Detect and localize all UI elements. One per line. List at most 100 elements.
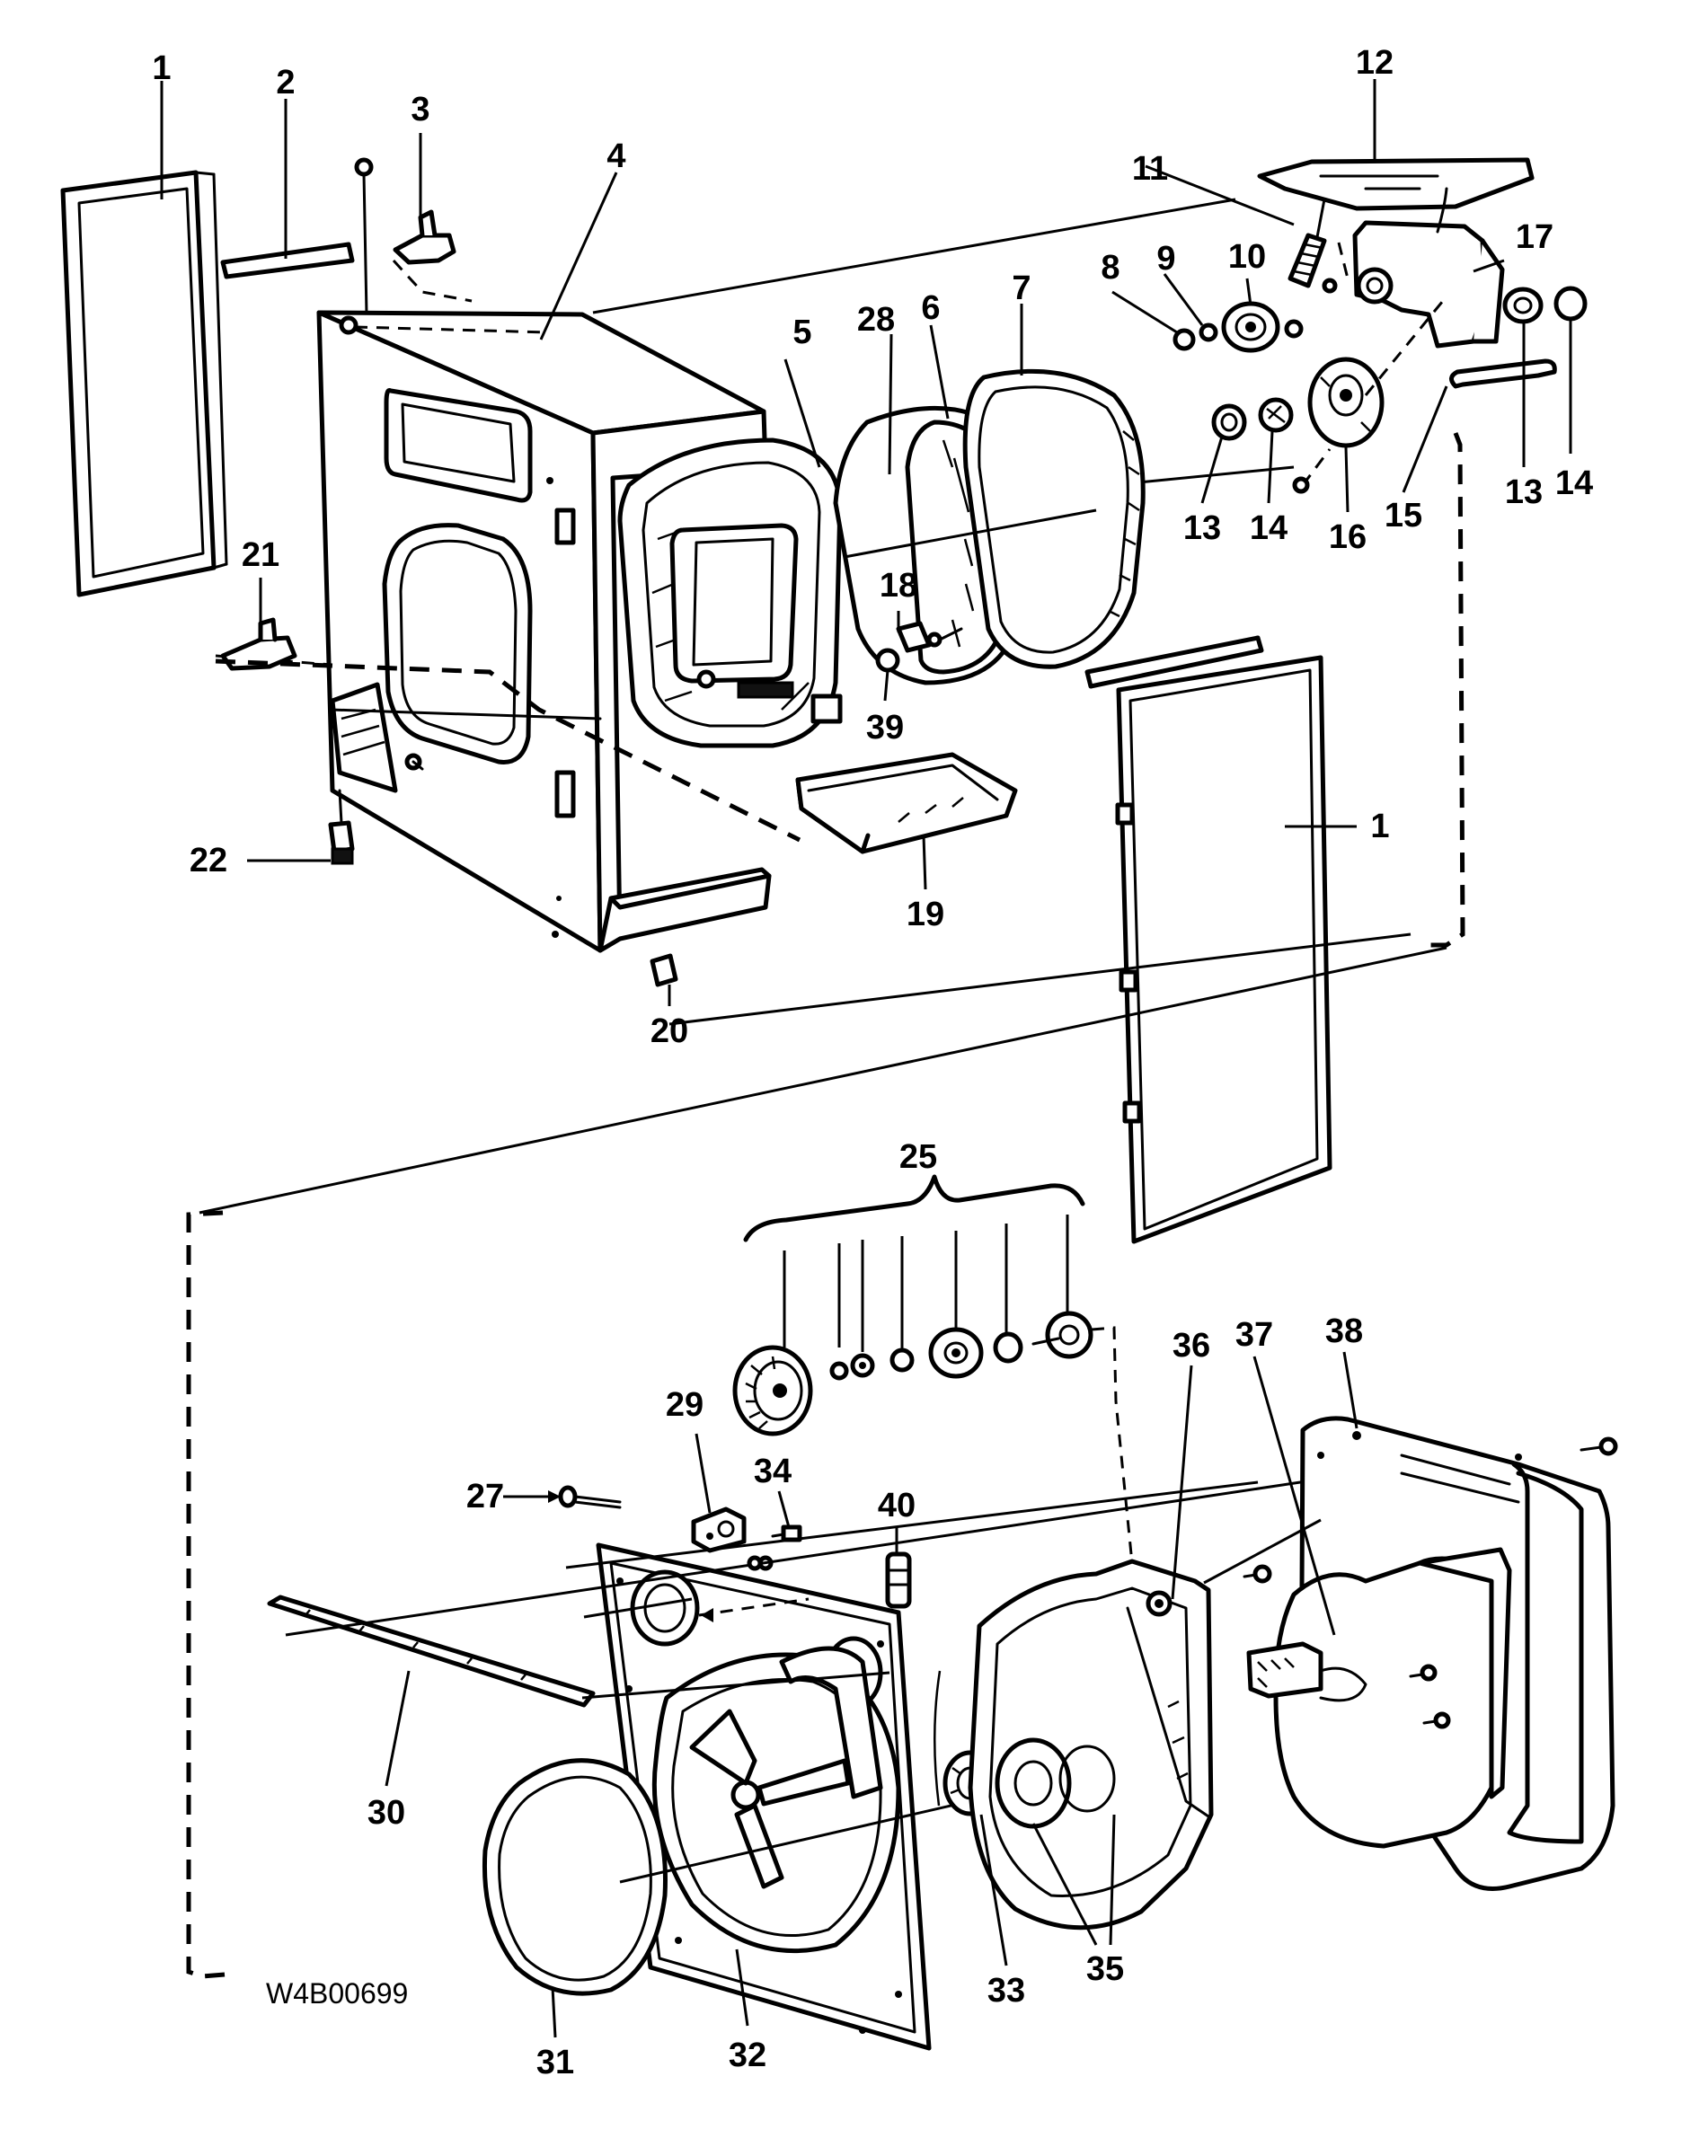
callout-30: 30: [367, 1794, 405, 1832]
callout-16: 16: [1329, 518, 1367, 556]
part-13-cap-left: [1211, 403, 1247, 441]
part-top-strip: [1084, 635, 1264, 689]
callout-7: 7: [1012, 270, 1031, 307]
screw: [747, 1555, 763, 1571]
part-5-front-bulkhead: [617, 437, 843, 748]
assembly-dashed-line: [1429, 432, 1465, 948]
alignment-line: [565, 1480, 1259, 1569]
part-25-group-brace: [743, 1174, 1085, 1242]
part-25-impeller: [732, 1345, 813, 1436]
callout-38: 38: [1325, 1312, 1363, 1350]
callout-12: 12: [1356, 44, 1394, 82]
part-14-bearing-left: [1258, 397, 1294, 433]
callout-14: 13: [1505, 473, 1543, 511]
part-14-bearing-right: [1502, 287, 1544, 324]
part-37-duct-cover: [1246, 1547, 1512, 1849]
callout-37: 37: [1235, 1316, 1273, 1354]
screw: [354, 157, 374, 316]
callout-9: 9: [1156, 240, 1175, 278]
callout-40: 40: [878, 1487, 916, 1524]
callout-1: 1: [152, 49, 171, 87]
callout-28: 28: [857, 301, 895, 339]
callout-25: 25: [899, 1138, 937, 1176]
callout-6: 6: [921, 289, 940, 327]
callout-1: 1: [1370, 808, 1389, 845]
part-1-side-panel: [1115, 655, 1332, 1244]
callout-leaders: [160, 81, 1572, 2038]
callout-32: 32: [729, 2037, 766, 2074]
screw: [1580, 1436, 1618, 1456]
assembly-dashed-line: [1301, 448, 1332, 486]
alignment-line: [199, 946, 1447, 1215]
alignment-line: [583, 1597, 693, 1619]
callout-19: 19: [907, 896, 944, 933]
part-36-housing: [968, 1559, 1214, 1931]
callout-14: 14: [1250, 509, 1288, 547]
alignment-line: [581, 1671, 890, 1700]
part-25-pulley: [928, 1327, 984, 1379]
callout-31: 31: [536, 2044, 574, 2081]
part-39-nut: [875, 648, 900, 673]
screw: [1292, 476, 1310, 494]
callout-33: 33: [987, 1972, 1025, 2010]
callout-21: 21: [242, 536, 279, 574]
callout-10: 10: [1228, 238, 1266, 276]
assembly-dashed-line: [215, 658, 801, 843]
part-40-sleeve: [885, 1551, 912, 1609]
part-31-ring-seal: [482, 1758, 668, 1996]
alignment-line: [285, 1462, 1420, 1637]
callout-20: 20: [650, 1012, 688, 1050]
callout-labels: 1 2 3 4 5 28 6 7 8 9 10 11 12 17 13 14 1…: [152, 44, 1593, 2081]
callout-15: 15: [1385, 497, 1422, 535]
callout-13: 14: [1555, 464, 1593, 502]
callout-22: 22: [190, 842, 227, 879]
alignment-line: [1203, 1518, 1322, 1585]
assembly-dashed-line: [186, 1210, 226, 1979]
callout-35: 35: [1086, 1950, 1124, 1988]
part-13-cap-right: [1553, 286, 1588, 322]
screw: [1252, 1564, 1272, 1584]
part-17-mount-bracket: [1322, 187, 1505, 349]
figure-code: W4B00699: [266, 1977, 408, 2010]
callout-13: 13: [1183, 509, 1221, 547]
part-8-nut: [1173, 328, 1196, 351]
part-11-spring: [1288, 198, 1327, 288]
part-18-bracket: [896, 621, 963, 653]
part-10-pulley: [1221, 301, 1304, 353]
part-25-leaders: [783, 1215, 1069, 1355]
assembly-dashed-line: [392, 259, 473, 303]
part-4-cabinet: [215, 310, 772, 953]
part-27-bolt: [558, 1485, 622, 1509]
part-29-bracket: [691, 1507, 747, 1553]
seal-edge: [933, 1670, 942, 1807]
part-3-bracket: [393, 209, 456, 265]
callout-39: 39: [866, 709, 904, 747]
part-15-rod: [1449, 358, 1557, 389]
callout-29: 29: [666, 1386, 704, 1424]
callout-36: 36: [1173, 1327, 1210, 1365]
alignment-line: [668, 932, 1412, 1026]
alignment-line: [844, 508, 1097, 559]
part-2-strip: [220, 242, 355, 279]
part-25-shaft: [1031, 1311, 1093, 1359]
part-20-foot: [650, 953, 678, 987]
part-1-back-panel: [60, 170, 228, 597]
alignment-line: [592, 198, 1236, 314]
part-25-washers: [829, 1348, 915, 1381]
callout-11: 11: [1132, 150, 1168, 188]
callout-4: 4: [606, 137, 625, 175]
callout-3: 3: [411, 91, 429, 128]
part-19-tray: [795, 752, 1018, 854]
callout-34: 34: [754, 1453, 792, 1490]
callout-2: 2: [276, 64, 295, 102]
assembly-dashed-line: [1091, 1326, 1136, 1582]
part-22-foot: [328, 789, 355, 865]
callout-17: 17: [1516, 218, 1553, 256]
part-21-bracket: [220, 617, 297, 671]
part-12-top-plate: [1257, 79, 1535, 211]
callout-27: 27: [466, 1478, 504, 1515]
part-16-hub: [1307, 357, 1385, 448]
callout-18: 18: [880, 567, 917, 605]
callout-5: 5: [792, 314, 811, 351]
